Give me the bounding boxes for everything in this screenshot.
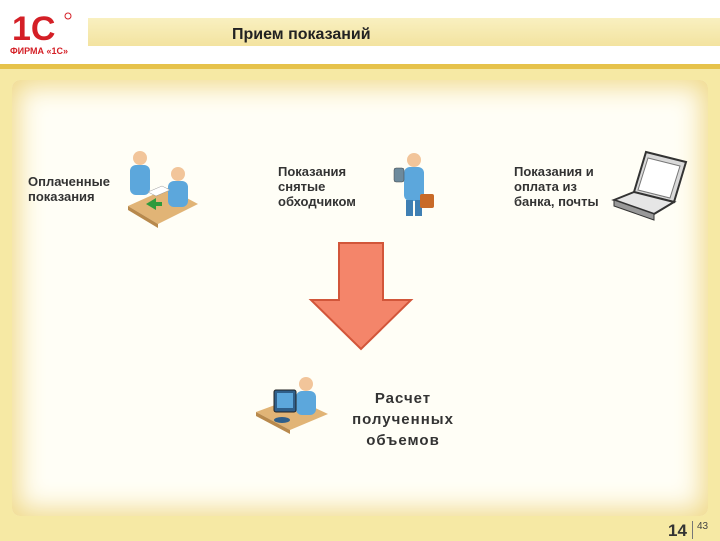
- down-arrow-icon: [308, 242, 414, 351]
- page-title: Прием показаний: [232, 26, 371, 43]
- title-bar: [88, 18, 720, 46]
- source-label-reader: Показания снятые обходчиком: [278, 164, 356, 209]
- logo-mark: 1С: [12, 10, 55, 48]
- page-number: 14: [668, 521, 687, 540]
- footer-divider: [692, 521, 693, 539]
- result-label: Расчет полученных объемов: [352, 390, 454, 449]
- logo-text: ФИРМА «1С»: [10, 46, 68, 56]
- operator-at-computer-icon: [256, 377, 328, 434]
- laptop-icon: [611, 150, 688, 221]
- header-divider: [0, 64, 720, 69]
- page-total: 43: [697, 521, 709, 532]
- firma-1c-logo: 1С ФИРМА «1С»: [10, 10, 72, 56]
- source-label-bank: Показания и оплата из банка, почты: [514, 164, 599, 209]
- people-at-desk-icon: [128, 151, 198, 228]
- meter-reader-icon: [393, 153, 434, 216]
- source-label-paid: Оплаченные показания: [28, 174, 110, 204]
